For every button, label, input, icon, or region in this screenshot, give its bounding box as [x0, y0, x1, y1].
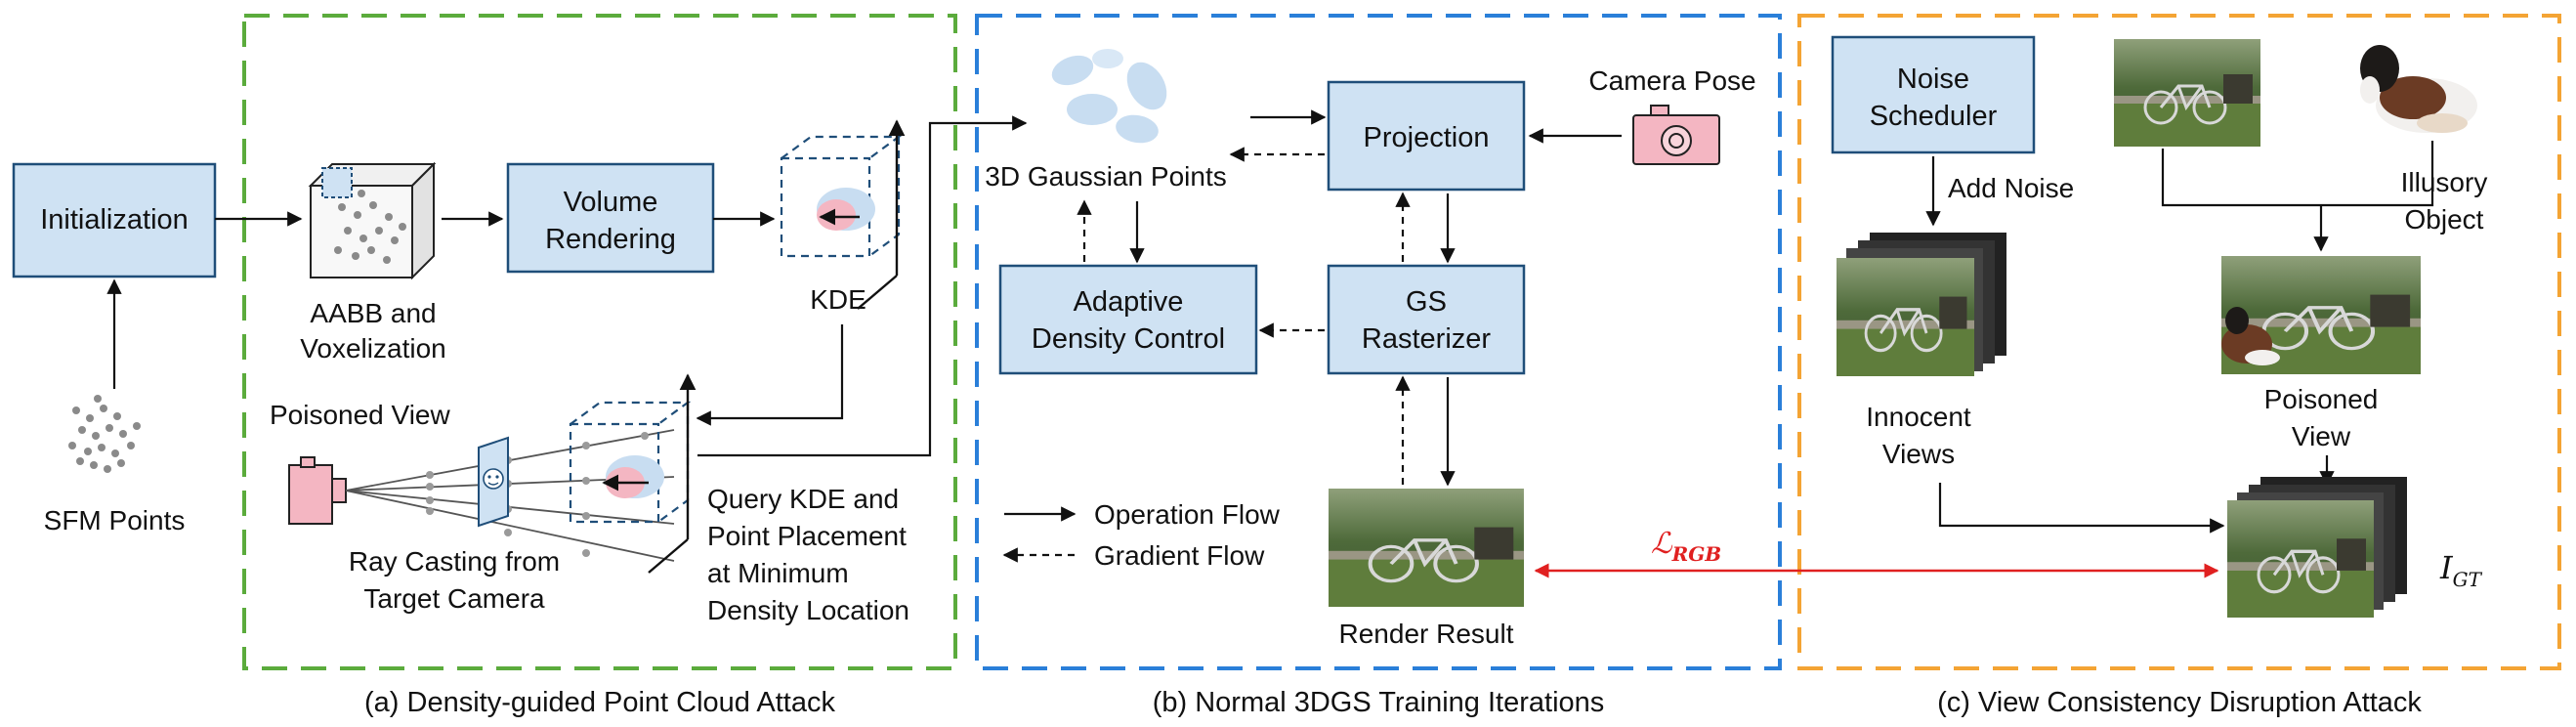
gaussian-points-icon — [1051, 49, 1167, 144]
legend-gradient-label: Gradient Flow — [1094, 540, 1265, 571]
poisoned-view-a-label: Poisoned View — [270, 400, 451, 430]
render-result-label: Render Result — [1339, 619, 1514, 649]
section-a-caption: (a) Density-guided Point Cloud Attack — [364, 687, 835, 718]
aabb-label-line2: Voxelization — [300, 333, 445, 364]
query-kde-label-line2: Point Placement — [707, 521, 907, 551]
poisoned-view-c-label-line1: Poisoned — [2264, 384, 2379, 414]
raycast-to-gaussian-arrow — [697, 115, 1028, 457]
adaptive-density-label-line2: Density Control — [1032, 323, 1225, 355]
gs-rasterizer-box — [1327, 264, 1526, 375]
camera-pose-icon — [1632, 105, 1720, 165]
kde-label: KDE — [810, 284, 866, 315]
section-a-frame — [242, 14, 957, 670]
gs-rasterizer-label-line1: GS — [1406, 286, 1447, 318]
ray-casting-label-line1: Ray Casting from — [349, 546, 560, 577]
initialization-label: Initialization — [40, 204, 189, 235]
add-noise-label: Add Noise — [1948, 173, 2074, 203]
projection-label: Projection — [1364, 122, 1490, 153]
section-c-caption: (c) View Consistency Disruption Attack — [1937, 687, 2422, 718]
section-b-frame — [975, 14, 1782, 670]
poisoned-view-image — [2221, 256, 2421, 374]
aabb-cube-icon — [308, 161, 437, 280]
aabb-label-line1: AABB and — [310, 298, 436, 328]
volume-rendering-label-line2: Rendering — [545, 224, 676, 255]
volume-rendering-box — [506, 162, 715, 274]
innocent-views-label-line2: Views — [1882, 439, 1955, 469]
gaussian-points-label: 3D Gaussian Points — [985, 161, 1226, 192]
query-kde-label-line3: at Minimum — [707, 558, 849, 588]
sfm-points-cloud — [68, 395, 141, 473]
noise-scheduler-label-line1: Noise — [1897, 64, 1969, 95]
poisoned-view-c-label-line2: View — [2292, 421, 2351, 451]
raycast-cube-icon — [569, 373, 697, 574]
gt-views-stack — [2225, 477, 2407, 620]
query-kde-label-line4: Density Location — [707, 595, 909, 625]
target-camera-icon — [288, 456, 347, 525]
innocent-to-gt-arrow — [1938, 483, 2225, 534]
noise-scheduler-label-line2: Scheduler — [1870, 101, 1998, 132]
loss-label: ℒRGB — [1651, 527, 1721, 566]
innocent-views-stack — [1835, 233, 2006, 378]
igt-label: IGT — [2439, 549, 2483, 591]
legend-operation-label: Operation Flow — [1094, 499, 1281, 530]
image-plane-icon — [478, 436, 509, 528]
volume-rendering-label-line1: Volume — [564, 187, 658, 218]
sfm-points-label: SFM Points — [44, 505, 186, 535]
ray-casting-label-line2: Target Camera — [363, 583, 545, 614]
ray-sample-points — [426, 432, 649, 557]
query-kde-label-line1: Query KDE and — [707, 484, 899, 514]
illusory-object-image — [2360, 45, 2477, 133]
camera-pose-label: Camera Pose — [1588, 65, 1755, 96]
section-b-caption: (b) Normal 3DGS Training Iterations — [1153, 687, 1605, 718]
projection-box — [1327, 80, 1526, 192]
noise-scheduler-box — [1831, 35, 2036, 154]
innocent-views-label-line1: Innocent — [1866, 402, 1971, 432]
render-result-image — [1327, 487, 1526, 609]
gs-rasterizer-label-line2: Rasterizer — [1362, 323, 1491, 355]
initialization-box — [12, 162, 217, 278]
adaptive-density-box — [998, 264, 1258, 375]
illusory-object-label-line2: Object — [2405, 204, 2484, 235]
illusory-object-label-line1: Illusory — [2401, 167, 2488, 197]
adaptive-density-label-line1: Adaptive — [1074, 286, 1184, 318]
scene-image — [2112, 37, 2262, 149]
kde-cube-icon — [780, 119, 906, 310]
kde-to-raycast-arrow — [696, 324, 844, 426]
scene-object-merge-line — [2161, 141, 2434, 207]
